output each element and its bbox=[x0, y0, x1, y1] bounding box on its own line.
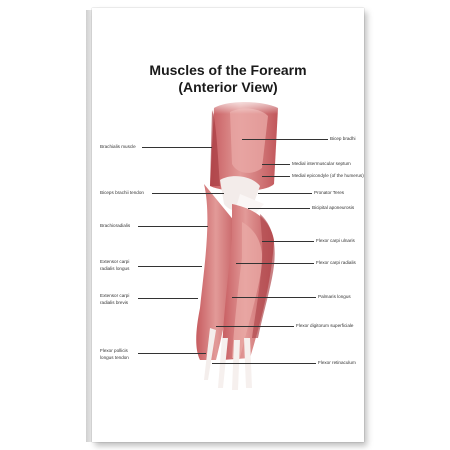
leader-fcr bbox=[236, 263, 314, 264]
forearm-muscle-illustration bbox=[192, 96, 292, 390]
fpl-tendon-shape bbox=[204, 328, 216, 380]
label-retinaculum: Flexor retinaculum bbox=[318, 360, 356, 365]
leader-retinaculum bbox=[212, 363, 316, 364]
label-ecrb-line2: radialis brevis bbox=[100, 300, 129, 305]
label-aponeurosis: Bicipital aponeurosis bbox=[312, 205, 355, 210]
fcu-shape bbox=[252, 214, 275, 338]
leader-fds bbox=[216, 326, 294, 327]
leader-medial-epicondyle bbox=[262, 176, 290, 177]
label-fcu: Flexor carpi ulnaris bbox=[316, 238, 355, 243]
label-pronator: Pronator Teres bbox=[314, 190, 345, 195]
leader-ecrl bbox=[138, 266, 202, 267]
title-line-2: (Anterior View) bbox=[178, 79, 278, 95]
leader-pronator bbox=[258, 193, 312, 194]
leader-aponeurosis bbox=[248, 208, 310, 209]
label-fds: Flexor digitorum superficiale bbox=[296, 323, 354, 328]
label-ecrl-line1: Extensor carpi bbox=[100, 259, 130, 264]
label-ecrb-line1: Extensor carpi bbox=[100, 293, 130, 298]
label-ecrl-line2: radialis longus bbox=[100, 266, 130, 271]
label-brachialis: Brachialis muscle bbox=[100, 144, 136, 149]
label-biceps: Bicep bradhi bbox=[330, 136, 356, 141]
biceps-highlight bbox=[230, 108, 268, 173]
leader-biceps bbox=[242, 139, 328, 140]
leader-ecrb bbox=[138, 298, 198, 299]
brachialis-shape bbox=[210, 110, 220, 186]
canvas-side-edge bbox=[86, 10, 94, 442]
label-brachioradialis: Brachioradialis bbox=[100, 223, 131, 228]
flexor-highlight bbox=[232, 222, 263, 358]
label-biceps-tendon: Biceps brachii tendon bbox=[100, 190, 144, 195]
leader-medial-septum bbox=[262, 164, 290, 165]
leader-fcu bbox=[262, 241, 314, 242]
label-fcr: Flexor carpi radialis bbox=[316, 260, 356, 265]
leader-biceps-tendon bbox=[152, 193, 224, 194]
label-fpl-line2: longus tendon bbox=[100, 355, 129, 360]
leader-brachialis bbox=[142, 147, 212, 148]
label-palmaris: Palmaris longus bbox=[318, 294, 351, 299]
leader-palmaris bbox=[232, 297, 316, 298]
label-fpl-line1: Flexor pollicis bbox=[100, 348, 128, 353]
brachioradialis-shape bbox=[196, 184, 240, 360]
leader-fpl bbox=[138, 353, 206, 354]
leader-brachioradialis bbox=[138, 226, 208, 227]
top-fade bbox=[192, 96, 292, 114]
title-line-1: Muscles of the Forearm bbox=[149, 62, 307, 78]
label-medial-epicondyle: Medial epicondyle (of the humerus) bbox=[292, 173, 364, 178]
canvas-print: Muscles of the Forearm (Anterior View) bbox=[92, 8, 364, 442]
tendon-2 bbox=[232, 340, 240, 390]
label-medial-septum: Medial intermuscular septum bbox=[292, 161, 351, 166]
